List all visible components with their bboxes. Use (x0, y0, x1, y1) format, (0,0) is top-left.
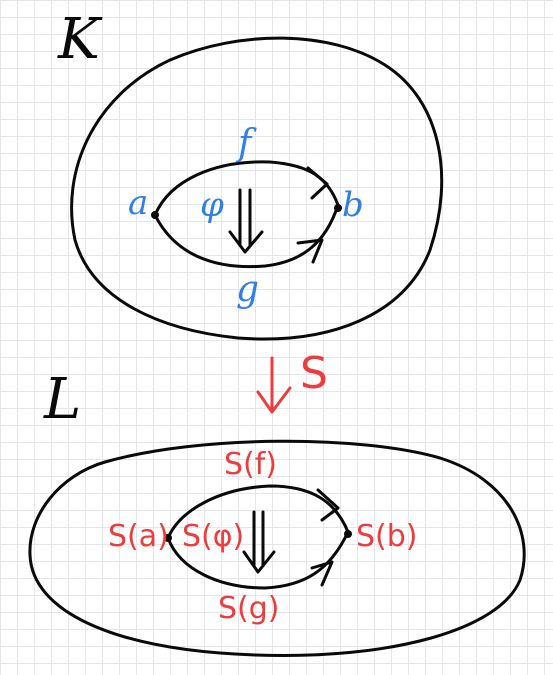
category-l-label: L (44, 367, 82, 432)
morphism-sg-label: S(g) (218, 591, 280, 626)
morphism-sg-arrowhead (310, 560, 334, 587)
functor-arrow (256, 356, 292, 414)
morphism-sf-arrowhead (316, 488, 340, 522)
morphism-g-arrowhead (296, 238, 324, 264)
two-cell-label: φ (200, 185, 224, 225)
category-k-region (70, 36, 444, 341)
functor-label: S (300, 348, 328, 399)
object-sa-dot (164, 534, 172, 542)
morphism-sf-label: S(f) (224, 447, 278, 482)
object-a-dot (151, 211, 159, 219)
two-cell-arrow (228, 188, 264, 254)
two-cell-s-arrow (242, 510, 276, 574)
morphism-g-arrow (153, 203, 340, 269)
category-k-label: K (58, 7, 100, 72)
object-b-label: b (342, 185, 364, 225)
object-a-label: a (128, 183, 149, 223)
object-sa-label: S(a) (108, 519, 169, 554)
morphism-f-label: f (238, 123, 252, 164)
object-sb-dot (344, 530, 352, 538)
morphism-sf-arrow (166, 484, 350, 540)
two-cell-s-label: S(φ) (182, 519, 245, 554)
morphism-g-label: g (236, 269, 260, 310)
category-l-region (28, 439, 526, 658)
morphism-f-arrowhead (306, 166, 329, 200)
object-b-dot (334, 204, 342, 212)
object-sb-label: S(b) (356, 519, 418, 554)
